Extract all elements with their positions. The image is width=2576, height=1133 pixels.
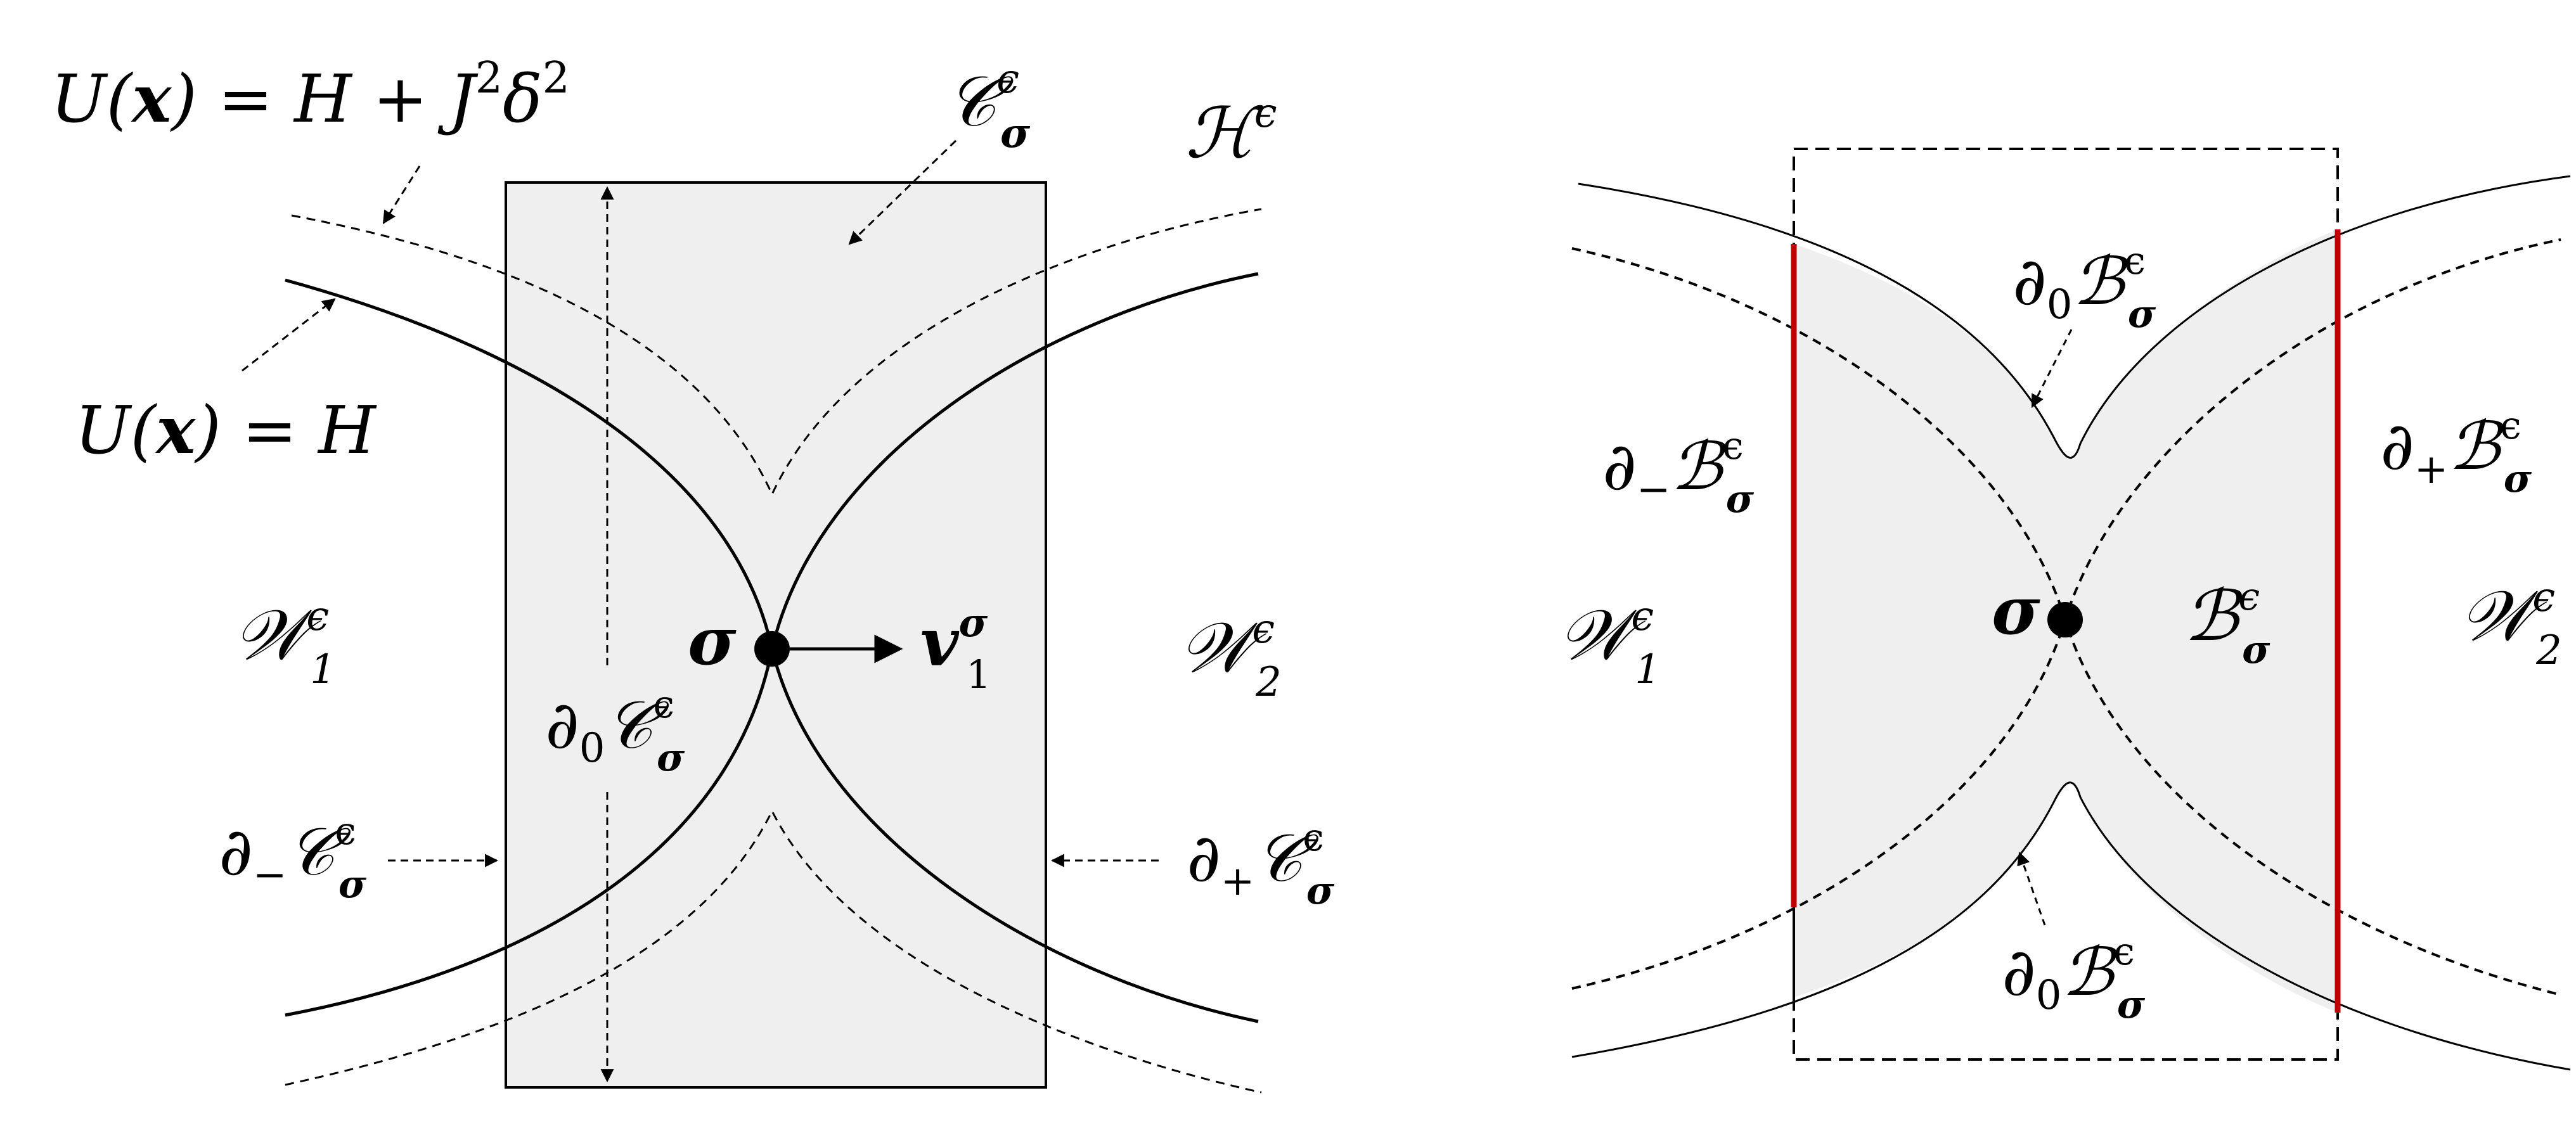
label-sigma-left: σ bbox=[688, 602, 737, 680]
h-eps-curve-bottom bbox=[285, 809, 1262, 1094]
saddle-point-sigma-right bbox=[2047, 602, 2083, 637]
label-u-h: U(x) = H bbox=[75, 391, 377, 469]
outer-curve-bottom bbox=[1571, 781, 2571, 1071]
label-h-eps: ℋϵ bbox=[1185, 90, 1277, 174]
u-hj-pointer bbox=[382, 165, 421, 224]
d0b-bottom-pointer bbox=[2017, 852, 2046, 926]
d0b-top-pointer bbox=[2031, 329, 2073, 408]
saddle-point-sigma bbox=[754, 631, 790, 667]
u-h-pointer bbox=[242, 298, 336, 372]
h-eps-curve-top bbox=[291, 208, 1262, 497]
label-u-hj: U(x) = H + J2δ2 bbox=[51, 53, 570, 138]
outer-curve-top bbox=[1578, 175, 2571, 459]
label-sigma-right: σ bbox=[1992, 572, 2040, 650]
